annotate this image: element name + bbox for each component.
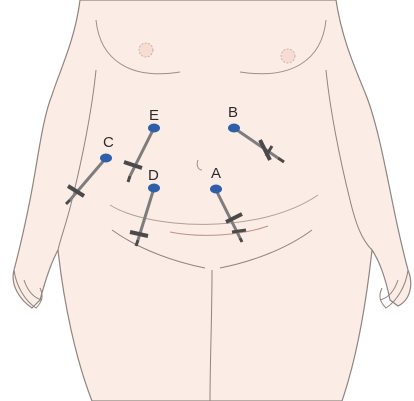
port-d-marker[interactable] [148,184,160,193]
trocar-a-tip [240,238,242,242]
port-a-label: A [211,165,221,182]
left-nipple [139,43,153,57]
port-d-label: D [148,167,159,184]
port-b-marker[interactable] [228,124,240,133]
port-c-label: C [103,134,114,151]
torso-figure [13,0,411,401]
port-e-label: E [149,107,159,124]
trocar-d-tip [136,240,138,246]
torso-body [13,0,411,401]
port-b-label: B [228,104,238,121]
trocar-a-clamp2 [232,230,246,232]
trocar-e-tip [128,176,130,182]
right-nipple [281,49,295,63]
port-a-marker[interactable] [210,185,222,194]
port-c-marker[interactable] [100,154,112,163]
port-e-marker[interactable] [148,124,160,133]
